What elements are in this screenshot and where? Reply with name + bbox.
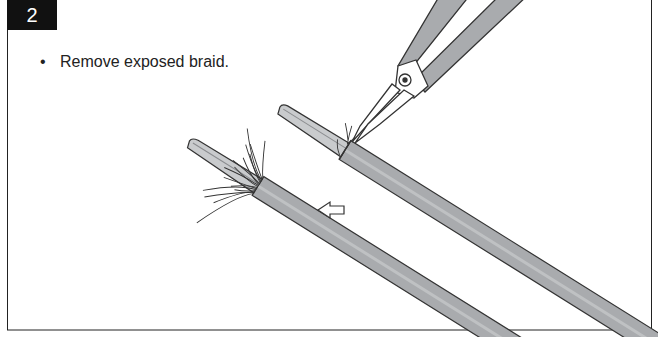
step-number: 2 [7, 0, 57, 30]
bullet: • [40, 52, 46, 72]
instruction-text: Remove exposed braid. [60, 52, 229, 72]
cutting-pliers [352, 0, 528, 143]
cable-braid [155, 106, 637, 337]
direction-arrow [318, 202, 344, 218]
cable-cut [273, 88, 658, 337]
